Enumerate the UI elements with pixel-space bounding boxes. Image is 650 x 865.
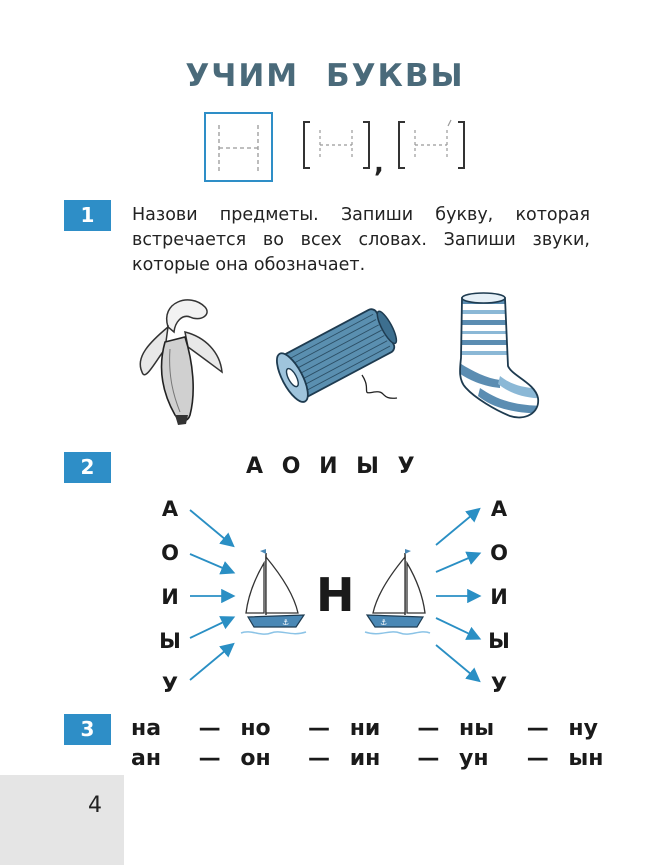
center-letter: Н xyxy=(316,568,355,622)
syllable: он xyxy=(240,746,271,771)
dash: — xyxy=(308,746,331,771)
syllable-row-2: ан — он — ин — ун — ын xyxy=(131,746,616,771)
sailboat-right-icon: ⚓ xyxy=(364,549,431,635)
right-letter: У xyxy=(490,673,508,697)
title-word-2: БУКВЫ xyxy=(325,58,465,94)
page-number: 4 xyxy=(88,793,102,818)
syllable: ан xyxy=(131,746,162,771)
letter-scheme: , xyxy=(204,112,465,182)
right-letter: А xyxy=(490,497,508,521)
syllable: ны xyxy=(459,716,495,741)
title-word-1: УЧИМ xyxy=(185,58,300,94)
dash: — xyxy=(526,746,549,771)
banana-icon xyxy=(139,299,223,425)
left-letter: И xyxy=(161,585,179,609)
syllable: ун xyxy=(459,746,489,771)
svg-text:⚓: ⚓ xyxy=(282,618,289,627)
left-letter: Ы xyxy=(159,629,181,653)
task-number-3: 3 xyxy=(64,714,111,745)
right-arrows xyxy=(435,507,482,683)
scheme-separator: , xyxy=(374,149,384,179)
left-arrows xyxy=(189,509,236,681)
dash: — xyxy=(198,716,221,741)
sock-icon xyxy=(459,292,539,419)
left-letter: О xyxy=(161,541,179,565)
vowel-letter: И xyxy=(319,454,338,479)
syllable: ни xyxy=(349,716,381,741)
left-letter: У xyxy=(161,673,179,697)
syllable: но xyxy=(240,716,271,741)
vowel-letter: У xyxy=(397,454,415,479)
vowel-letter: А xyxy=(246,454,264,479)
syllable-row-1: на — но — ни — ны — ну xyxy=(131,716,616,741)
page-title: УЧИМ БУКВЫ xyxy=(0,58,650,94)
syllable: ын xyxy=(568,746,604,771)
thread-spool-icon xyxy=(276,308,398,403)
dash: — xyxy=(417,746,440,771)
dash: — xyxy=(308,716,331,741)
right-letter: О xyxy=(490,541,508,565)
task-1-text: Назови предметы. Запиши букву, которая в… xyxy=(132,205,590,275)
vowels-top-row: А О И Ы У xyxy=(246,454,426,479)
sailboat-left-icon: ⚓ xyxy=(240,549,307,635)
dash: — xyxy=(198,746,221,771)
syllable: ну xyxy=(568,716,598,741)
right-letter: И xyxy=(490,585,508,609)
left-letter: А xyxy=(161,497,179,521)
vowel-letter: Ы xyxy=(356,454,379,479)
vowel-letter: О xyxy=(281,454,301,479)
task-number-1: 1 xyxy=(64,200,111,231)
dash: — xyxy=(526,716,549,741)
right-letter: Ы xyxy=(488,629,510,653)
svg-text:⚓: ⚓ xyxy=(380,618,387,627)
syllable: на xyxy=(131,716,162,741)
hard-sound-scheme-icon xyxy=(303,121,370,169)
letter-box-icon xyxy=(204,112,273,182)
dash: — xyxy=(417,716,440,741)
soft-sound-scheme-icon xyxy=(398,119,465,169)
task-number-2: 2 xyxy=(64,452,111,483)
page-number-panel xyxy=(0,775,124,865)
syllable: ин xyxy=(349,746,381,771)
